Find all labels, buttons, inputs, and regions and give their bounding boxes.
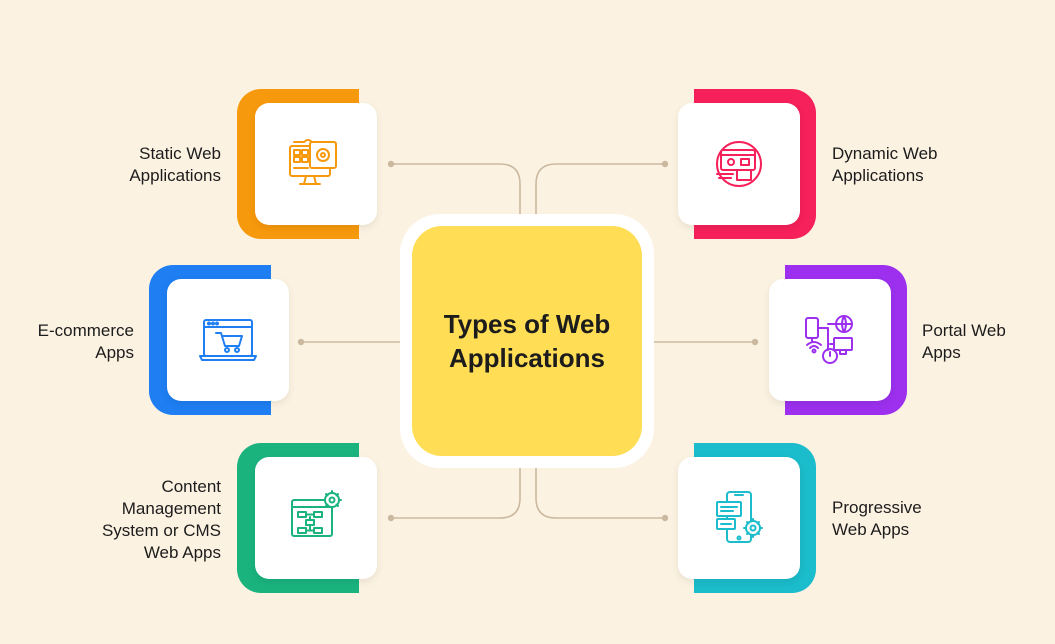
connector-static: [391, 163, 521, 214]
connector-dot-ecommerce: [297, 338, 305, 346]
connector-pwa: [535, 468, 665, 519]
center-node-fill: Types of Web Applications: [412, 226, 642, 456]
globe-browser-icon: [716, 141, 762, 187]
card-inner: [255, 457, 377, 579]
card-inner: [678, 103, 800, 225]
connector-dot-cms: [387, 514, 395, 522]
shopping-cart-browser-icon: [199, 319, 257, 361]
label-ecommerce-apps: E-commerce Apps: [37, 321, 134, 362]
connector-dot-pwa: [661, 514, 669, 522]
label-cms-web-apps: Content Management System or CMS Web App…: [101, 477, 221, 562]
flowchart-gear-icon: [291, 490, 342, 537]
label-portal-web-apps: Portal Web Apps: [922, 321, 1006, 362]
mobile-gear-icon: [716, 491, 763, 543]
card-ecommerce-apps: [149, 265, 309, 415]
label-progressive-web-apps: Progressive Web Apps: [832, 498, 922, 539]
card-inner: [678, 457, 800, 579]
diagram-title: Types of Web Applications: [443, 309, 611, 373]
connector-dot-static: [387, 160, 395, 168]
label-static-web-applications: Static Web Applications: [129, 144, 221, 185]
label-dynamic-web-applications: Dynamic Web Applications: [832, 144, 938, 185]
card-inner: [255, 103, 377, 225]
center-node: Types of Web Applications: [400, 214, 654, 468]
connector-cms: [391, 468, 521, 519]
connector-dynamic: [535, 163, 665, 214]
connector-dot-portal: [751, 338, 759, 346]
card-cms-web-apps: [237, 443, 397, 593]
connector-dot-dynamic: [661, 160, 669, 168]
card-inner: [769, 279, 891, 401]
card-dynamic-web-applications: [678, 89, 854, 239]
card-inner: [167, 279, 289, 401]
network-devices-icon: [805, 315, 853, 364]
monitor-dashboard-icon: [289, 139, 337, 185]
card-progressive-web-apps: [678, 443, 854, 593]
card-static-web-applications: [237, 89, 397, 239]
card-portal-web-apps: [769, 265, 945, 415]
